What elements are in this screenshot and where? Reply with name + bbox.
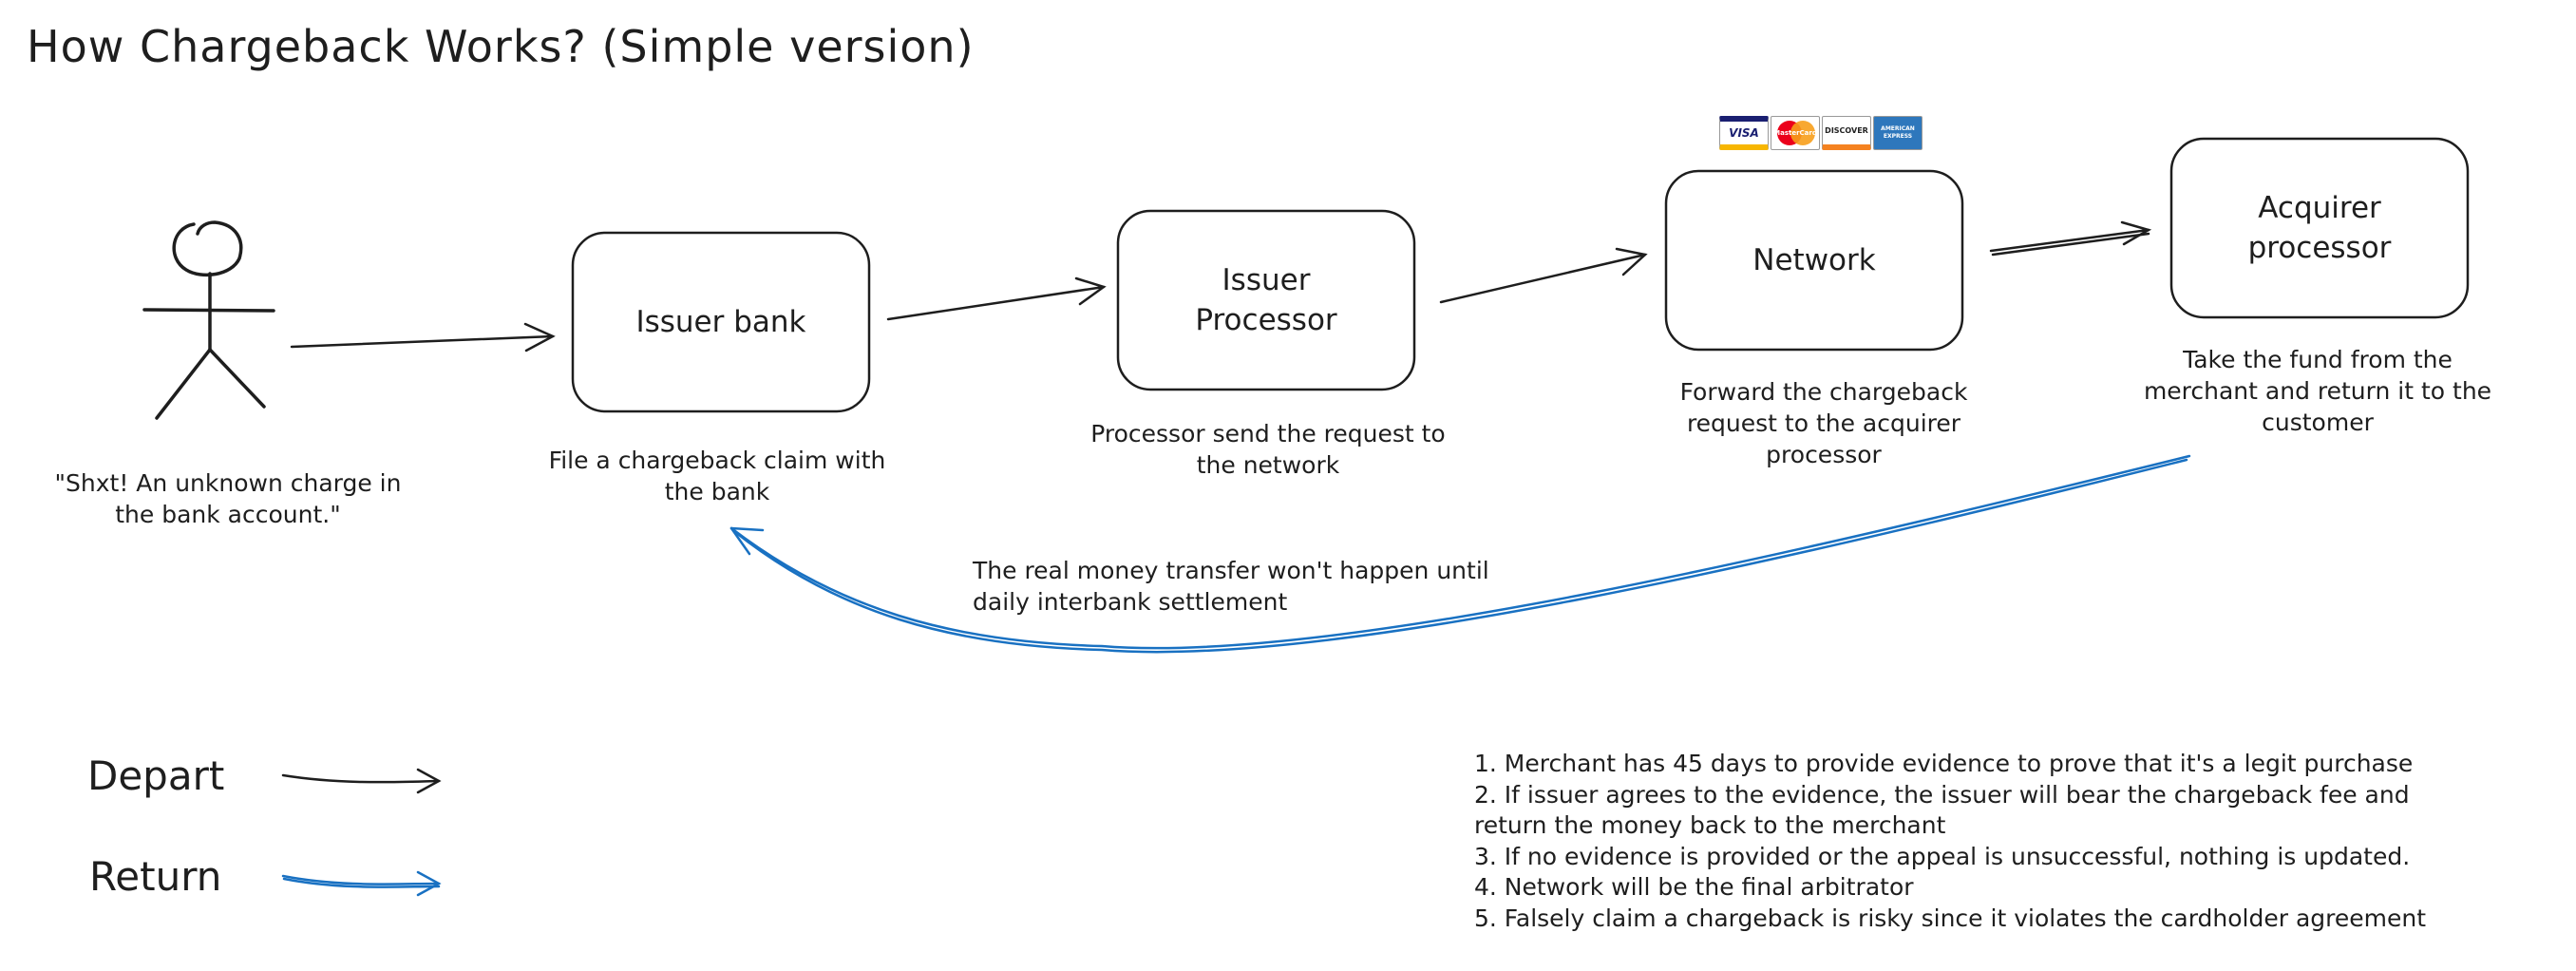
note-item: 3. If no evidence is provided or the app… — [1474, 842, 2411, 870]
diagram-title: How Chargeback Works? (Simple version) — [27, 21, 975, 72]
acquirer-processor-label: Acquirer processor — [2247, 191, 2392, 265]
note-item: return the money back to the merchant — [1474, 811, 1946, 839]
notes-list: 1. Merchant has 45 days to provide evide… — [1474, 749, 2426, 934]
amex-logo-icon: AMERICAN EXPRESS — [1873, 116, 1923, 150]
legend-return-label: Return — [89, 853, 222, 900]
note-item: 1. Merchant has 45 days to provide evide… — [1474, 750, 2414, 777]
customer-caption: "Shxt! An unknown charge in the bank acc… — [54, 469, 402, 528]
acquirer-processor-box — [2169, 137, 2470, 319]
legend-return-arrow — [281, 870, 442, 897]
discover-logo-icon: DISCOVER — [1822, 116, 1871, 150]
issuer-processor-box — [1116, 209, 1416, 391]
issuer-processor-caption: Processor send the request to the networ… — [1090, 420, 1446, 479]
network-box — [1664, 169, 1964, 352]
return-arrow-acquirer-to-issuer-bank — [729, 454, 2191, 654]
legend-depart-arrow — [281, 768, 442, 794]
settlement-note: The real money transfer won't happen unt… — [973, 557, 1489, 616]
network-label: Network — [1752, 243, 1876, 277]
note-item: 5. Falsely claim a chargeback is risky s… — [1474, 904, 2427, 932]
customer-stick-figure-icon — [142, 220, 275, 420]
arrow-issuer-processor-to-network — [1439, 247, 1648, 304]
issuer-bank-caption: File a chargeback claim with the bank — [548, 447, 886, 505]
arrow-customer-to-issuer-bank — [290, 322, 556, 352]
visa-logo-icon: VISA — [1719, 116, 1769, 150]
card-network-logos: VISA MasterCard DISCOVER AMERICAN EXPRES… — [1719, 116, 1923, 150]
mastercard-logo-icon: MasterCard — [1771, 116, 1820, 150]
issuer-bank-label: Issuer bank — [635, 305, 806, 339]
arrow-network-to-acquirer-processor — [1989, 220, 2152, 257]
arrow-issuer-bank-to-issuer-processor — [886, 276, 1107, 321]
issuer-bank-box — [571, 231, 871, 413]
legend-depart-label: Depart — [87, 752, 225, 799]
issuer-processor-label: Issuer Processor — [1195, 263, 1337, 337]
network-caption: Forward the chargeback request to the ac… — [1679, 378, 1968, 468]
note-item: 2. If issuer agrees to the evidence, the… — [1474, 780, 2410, 809]
acquirer-processor-caption: Take the fund from the merchant and retu… — [2143, 346, 2492, 436]
note-item: 4. Network will be the final arbitrator — [1474, 873, 1914, 901]
